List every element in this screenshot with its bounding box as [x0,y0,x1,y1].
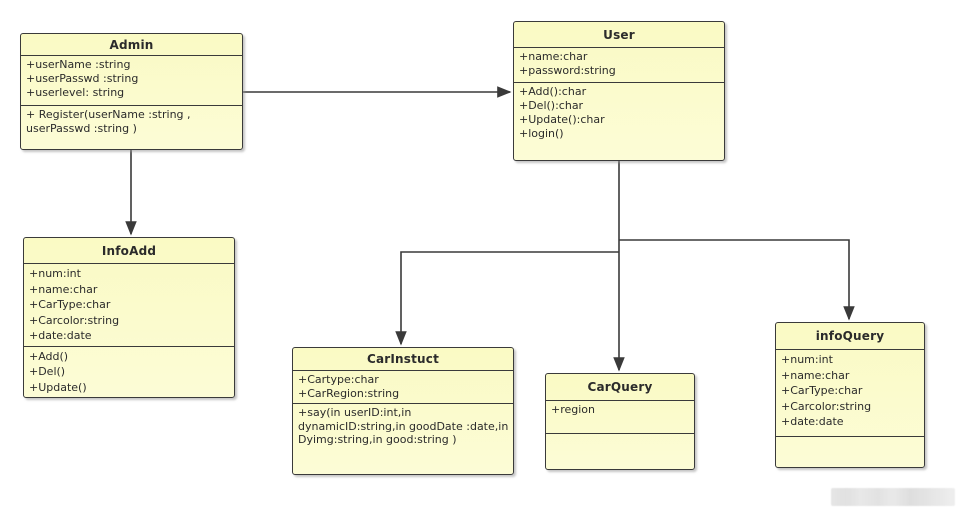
class-user-attributes: +name:char +password:string [514,47,724,82]
class-carquery-name: CarQuery [587,380,653,394]
connector-user-to-infoquery [619,239,855,321]
class-user-methods: +Add():char +Del():char +Update():char +… [514,82,724,160]
class-infoquery: infoQuery +num:int +name:char +CarType:c… [775,322,925,468]
method: +login() [519,127,564,140]
attribute: +num:int [29,267,81,280]
attribute: +userName :string [26,58,131,71]
class-user: User +name:char +password:string +Add():… [513,21,725,161]
class-admin-methods: + Register(userName :string , userPasswd… [21,105,242,149]
class-infoadd-attributes: +num:int +name:char +CarType:char +Carco… [24,263,234,346]
class-infoquery-methods [776,436,924,467]
attribute: +CarType:char [781,384,863,397]
attribute: +name:char [519,50,588,63]
attribute: +password:string [519,64,616,77]
attribute: +Carcolor:string [29,313,120,327]
attribute: +Cartype:char [298,373,379,386]
class-carinstuct-attributes: +Cartype:char +CarRegion:string [293,370,513,403]
method: +Del() [29,365,66,379]
attribute: +userPasswd :string [26,72,139,85]
attribute: +num:int [781,353,833,366]
class-admin: Admin +userName :string +userPasswd :str… [20,33,243,150]
class-infoadd-name: InfoAdd [101,243,157,258]
attribute: +Carcolor:string [781,399,872,413]
class-carinstuct: CarInstuct +Cartype:char +CarRegion:stri… [292,347,514,475]
class-carquery-attributes: +region [546,400,694,433]
class-carquery: CarQuery +region [545,373,695,470]
class-infoadd: InfoAdd +num:int +name:char +CarType:cha… [23,237,235,398]
method: +Update():char [519,113,605,126]
connector-user-to-carinstuct [395,251,619,346]
method: +say(in userID:int,in dynamicID:string,i… [298,406,509,446]
class-carinstuct-methods: +say(in userID:int,in dynamicID:string,i… [293,403,513,474]
class-infoadd-methods: +Add() +Del() +Update() [24,345,234,397]
attribute: +CarRegion:string [298,387,400,400]
class-user-name: User [603,27,635,42]
class-infoquery-attributes: +num:int +name:char +CarType:char +Carco… [776,349,924,436]
class-carinstuct-name: CarInstuct [366,352,440,366]
method: +Del():char [519,99,584,112]
watermark [831,488,955,506]
attribute: +CarType:char [29,298,111,311]
attribute: +date:date [781,415,844,428]
attribute: +date:date [29,329,92,342]
class-admin-name: Admin [109,37,154,52]
attribute: +name:char [29,282,98,296]
method: +Update() [29,380,87,394]
attribute: +userlevel: string [26,86,125,99]
method: +Add() [29,349,69,363]
method: + Register(userName :string , userPasswd… [26,108,191,135]
class-infoquery-name: infoQuery [815,329,885,343]
method: +Add():char [519,85,587,98]
attribute: +region [551,403,596,416]
attribute: +name:char [781,368,850,382]
class-admin-attributes: +userName :string +userPasswd :string +u… [21,55,242,105]
class-carquery-methods [546,433,694,469]
